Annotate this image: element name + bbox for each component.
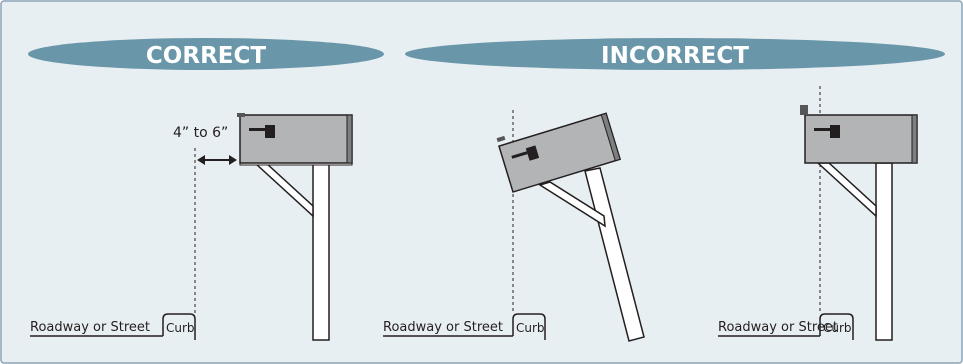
mailbox xyxy=(804,114,918,164)
correct-scene: Roadway or Street Curb 4” to 6” xyxy=(30,113,353,341)
incorrect-scene-overhang: Roadway or Street Curb xyxy=(718,86,918,341)
mailbox-post xyxy=(584,167,645,342)
curb-outline xyxy=(819,313,854,340)
incorrect-header-text: INCORRECT xyxy=(601,43,749,69)
correct-header-ellipse xyxy=(28,38,384,70)
curb-outline xyxy=(162,313,196,340)
mailbox-latch xyxy=(237,113,245,117)
incorrect-scene-tilted: Roadway or Street Curb xyxy=(383,110,645,342)
mailbox-post xyxy=(875,162,893,341)
curb-label: Curb xyxy=(516,321,545,335)
distance-arrow xyxy=(197,155,237,165)
roadway-label: Roadway or Street xyxy=(383,320,503,335)
mailbox-post xyxy=(312,162,330,341)
curb-outline xyxy=(512,313,546,340)
incorrect-header: INCORRECT xyxy=(405,38,945,70)
incorrect-header-ellipse xyxy=(405,38,945,70)
support-brace xyxy=(538,181,606,228)
roadway-label: Roadway or Street xyxy=(30,320,150,335)
correct-header-text: CORRECT xyxy=(146,43,266,69)
mailbox-latch xyxy=(800,105,808,115)
mailbox xyxy=(239,114,353,164)
mailbox-latch xyxy=(496,135,506,143)
roadway-label: Roadway or Street xyxy=(718,320,838,335)
distance-label: 4” to 6” xyxy=(173,125,228,141)
curb-label: Curb xyxy=(166,321,195,335)
correct-header: CORRECT xyxy=(28,38,384,70)
curb-label: Curb xyxy=(823,321,852,335)
